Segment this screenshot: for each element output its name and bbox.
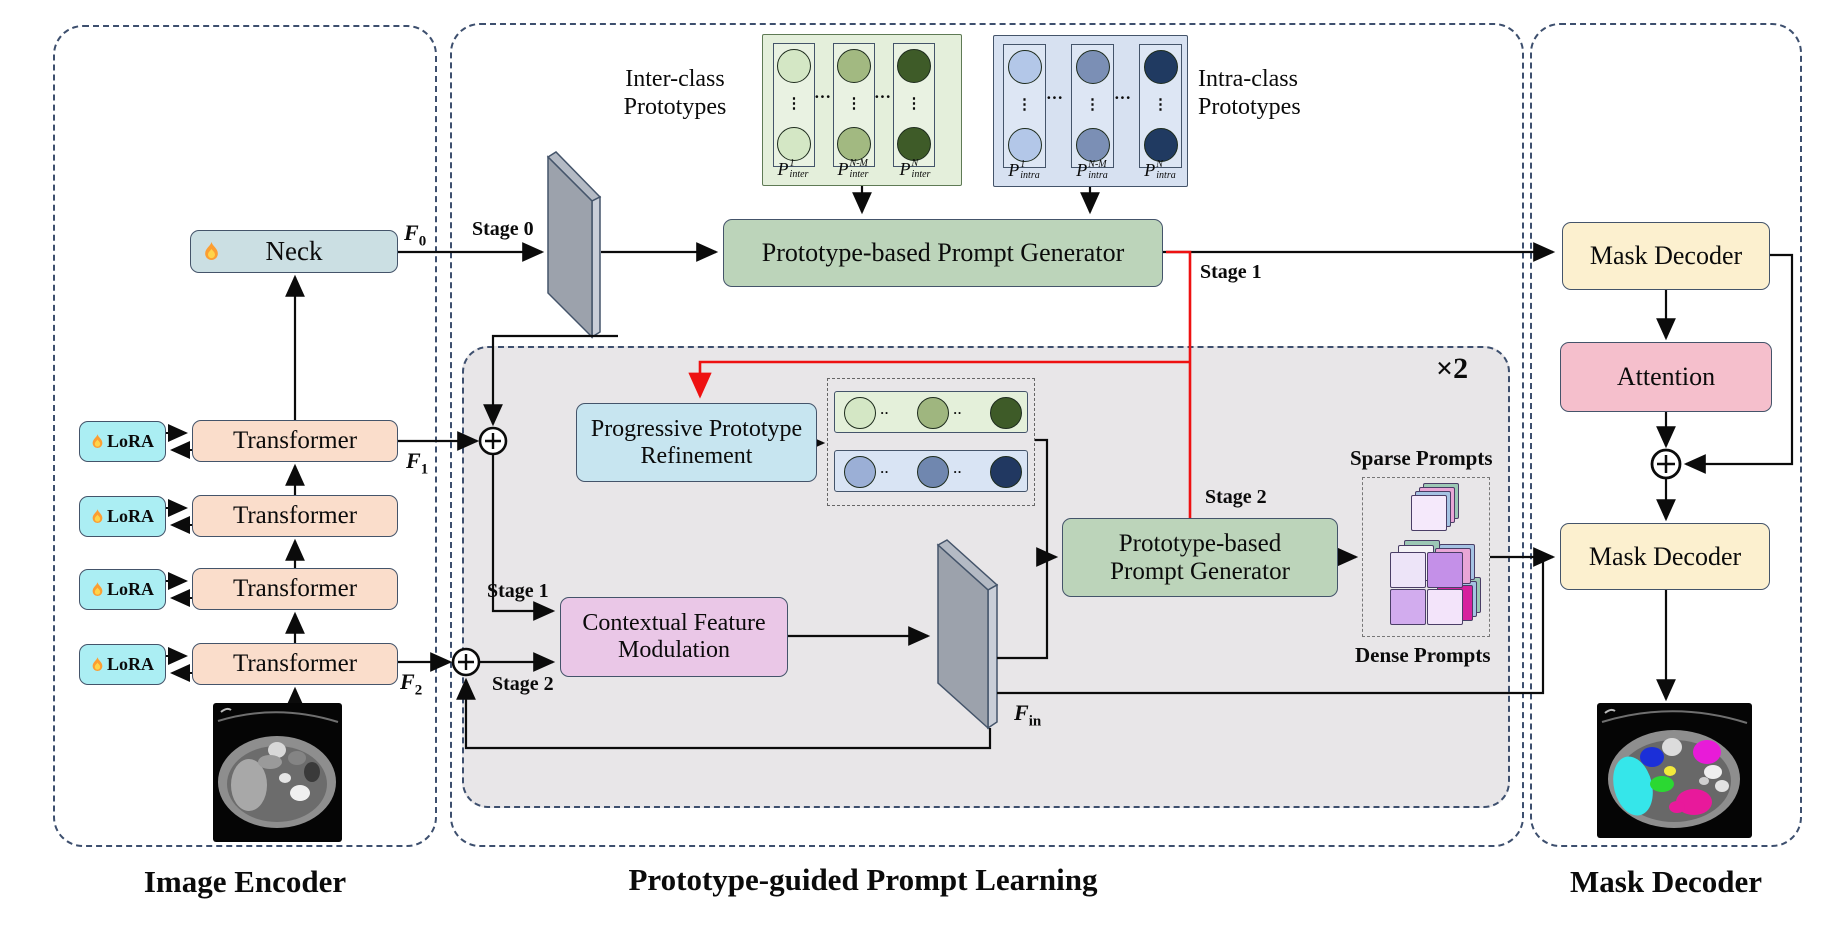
- refined-inter-row: ·· ··: [834, 391, 1028, 433]
- attention-block: Attention: [1560, 342, 1772, 412]
- lora-label: LoRA: [106, 431, 154, 452]
- sum-node-f2: [451, 647, 481, 677]
- sum-node-decoder: [1650, 448, 1682, 480]
- fin-label: Fin: [1014, 700, 1042, 730]
- prototype-column: ⋮: [773, 43, 815, 167]
- mask-decoder-title: Mask Decoder: [1570, 864, 1762, 899]
- lora-label: LoRA: [106, 506, 154, 527]
- mask-decoder-block-1: Mask Decoder: [1562, 222, 1770, 290]
- stage2-label-red: Stage 2: [1205, 486, 1267, 508]
- fire-icon: [92, 657, 103, 671]
- transformer-label: Transformer: [232, 427, 358, 454]
- stage1-label-inner: Stage 1: [487, 580, 549, 602]
- fire-icon: [92, 434, 103, 448]
- fire-icon: [92, 582, 103, 596]
- prototype-prompt-generator-2: Prototype-based Prompt Generator: [1062, 518, 1338, 597]
- prototype-circle: [844, 397, 876, 429]
- prototype-circle: [990, 397, 1022, 429]
- progressive-prototype-refinement: Progressive Prototype Refinement: [576, 403, 817, 482]
- prototype-circle: [1075, 128, 1110, 162]
- lora-label: LoRA: [106, 654, 154, 675]
- prototype-prompt-generator-1: Prototype-based Prompt Generator: [723, 219, 1163, 287]
- stage1-label-top: Stage 1: [1200, 261, 1262, 283]
- fin-feature-map: [936, 539, 999, 730]
- prototype-circle: [917, 397, 949, 429]
- prototype-circle: [844, 456, 876, 488]
- prototype-circle: [917, 456, 949, 488]
- prototype-circle: [1143, 128, 1178, 162]
- repeat-multiplier-label: ×2: [1436, 352, 1469, 385]
- refined-intra-row: ·· ··: [834, 450, 1028, 492]
- prototype-circle: [777, 127, 811, 161]
- mask-decoder-panel: [1530, 23, 1802, 847]
- inter-class-title: Inter-class Prototypes: [623, 66, 727, 120]
- intra-class-title: Intra-class Prototypes: [1198, 66, 1301, 120]
- f1-label: F1: [406, 448, 429, 478]
- neck-label: Neck: [265, 236, 323, 267]
- prototype-circle: [777, 49, 811, 83]
- input-ct-image: [213, 703, 342, 842]
- prototype-column: ⋮: [1071, 44, 1114, 168]
- neck-block: Neck: [190, 230, 398, 273]
- prototype-circle: [990, 456, 1022, 488]
- f0-label: F0: [404, 220, 427, 250]
- prompt-learning-title: Prototype-guided Prompt Learning: [628, 862, 1098, 897]
- prototype-circle: [1007, 128, 1042, 162]
- prototype-circle: [837, 127, 871, 161]
- output-segmentation-image: [1597, 703, 1752, 838]
- red-prototype-path: [688, 250, 1192, 518]
- prototype-column: ⋮: [833, 43, 875, 167]
- prompt-learning-panel: [450, 23, 1524, 847]
- lora-block-1: LoRA: [79, 421, 166, 462]
- transformer-block-4: Transformer: [192, 643, 398, 685]
- transformer-block-3: Transformer: [192, 568, 398, 610]
- lora-label: LoRA: [106, 579, 154, 600]
- f2-label: F2: [400, 669, 423, 699]
- lora-block-4: LoRA: [79, 644, 166, 685]
- prototype-circle: [1007, 50, 1042, 84]
- prototype-column: ⋮: [893, 43, 935, 167]
- transformer-block-1: Transformer: [192, 420, 398, 462]
- prompts-box: [1362, 477, 1490, 637]
- dense-prompts-label: Dense Prompts: [1355, 643, 1491, 667]
- sum-node-f1: [478, 426, 508, 456]
- prototype-circle: [1075, 50, 1110, 84]
- image-encoder-panel: [53, 25, 437, 847]
- transformer-label: Transformer: [232, 502, 358, 529]
- refined-prototypes-box: [827, 378, 1035, 506]
- lora-block-3: LoRA: [79, 569, 166, 610]
- lora-block-2: LoRA: [79, 496, 166, 537]
- transformer-label: Transformer: [232, 575, 358, 602]
- image-encoder-title: Image Encoder: [143, 864, 347, 899]
- fire-icon: [205, 242, 218, 260]
- stage0-feature-map: [546, 151, 602, 339]
- prototype-circle: [837, 49, 871, 83]
- prototype-circle: [897, 127, 931, 161]
- transformer-block-2: Transformer: [192, 495, 398, 537]
- generator-label: Prototype-based Prompt Generator: [761, 238, 1125, 268]
- transformer-label: Transformer: [232, 650, 358, 677]
- sparse-prompts-label: Sparse Prompts: [1350, 446, 1493, 470]
- prototype-circle: [897, 49, 931, 83]
- mask-decoder-block-2: Mask Decoder: [1560, 523, 1770, 590]
- fire-icon: [92, 509, 103, 523]
- stage0-label: Stage 0: [472, 218, 534, 240]
- prototype-column: ⋮: [1139, 44, 1182, 168]
- stage2-label-inner: Stage 2: [492, 673, 554, 695]
- contextual-feature-modulation: Contextual Feature Modulation: [560, 597, 788, 677]
- prototype-column: ⋮: [1003, 44, 1046, 168]
- prototype-circle: [1143, 50, 1178, 84]
